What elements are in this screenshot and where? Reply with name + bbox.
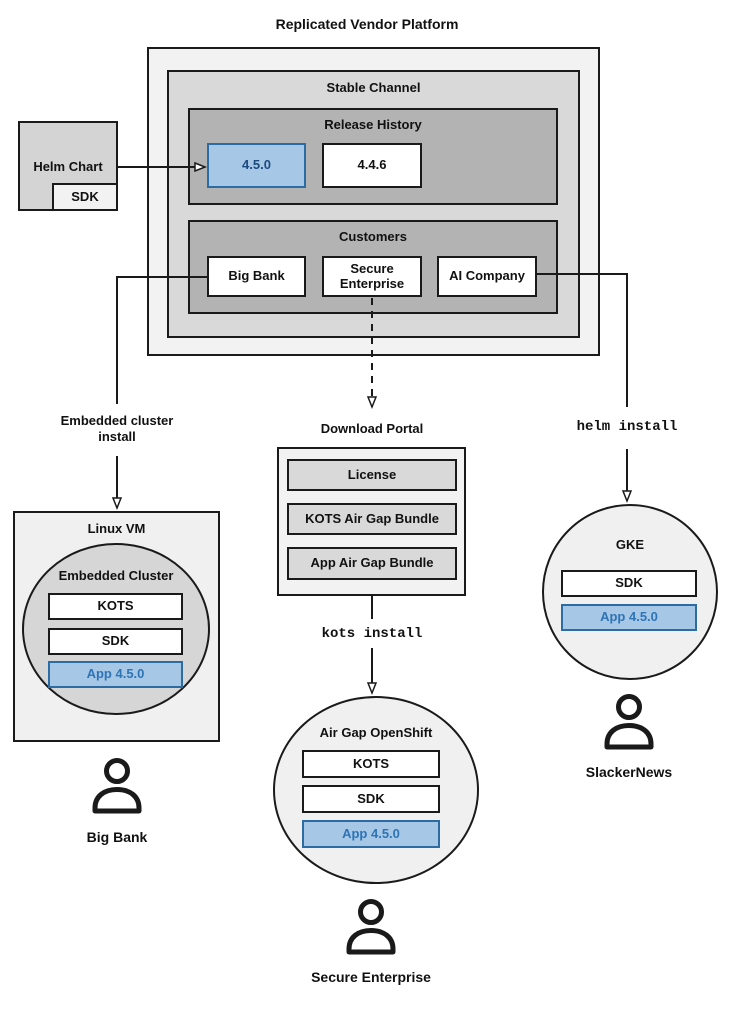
ec-app-box: App 4.5.0 xyxy=(48,661,183,688)
gke-label: GKE xyxy=(615,537,645,552)
embedded-cluster-install-label: Embedded cluster install xyxy=(60,413,174,444)
customer-ai-company: AI Company xyxy=(437,256,537,297)
customer-secure-enterprise: Secure Enterprise xyxy=(322,256,422,297)
linux-vm-label: Linux VM xyxy=(87,521,146,536)
ag-sdk-box: SDK xyxy=(302,785,440,813)
stable-channel-label: Stable Channel xyxy=(326,80,421,95)
slackernews-user-label: SlackerNews xyxy=(585,764,673,780)
secure-enterprise-user-icon xyxy=(346,899,396,955)
slackernews-user-icon xyxy=(604,694,654,750)
gke-sdk-box: SDK xyxy=(561,570,697,597)
big-bank-user-icon xyxy=(92,758,142,814)
helm-sdk-box: SDK xyxy=(52,183,118,211)
gke-app-box: App 4.5.0 xyxy=(561,604,697,631)
customer-big-bank: Big Bank xyxy=(207,256,306,297)
release-4-5-0: 4.5.0 xyxy=(207,143,306,188)
portal-item-kots-bundle: KOTS Air Gap Bundle xyxy=(287,503,457,535)
secure-enterprise-user-label: Secure Enterprise xyxy=(311,969,431,985)
kots-install-label: kots install xyxy=(321,626,423,642)
big-bank-user-label: Big Bank xyxy=(86,829,148,845)
embedded-cluster-label: Embedded Cluster xyxy=(58,568,174,583)
helm-install-label: helm install xyxy=(576,419,678,435)
portal-item-license: License xyxy=(287,459,457,491)
air-gap-openshift-label: Air Gap OpenShift xyxy=(319,725,433,740)
download-portal-label: Download Portal xyxy=(320,421,424,436)
diagram-title: Replicated Vendor Platform xyxy=(275,16,459,32)
ec-sdk-box: SDK xyxy=(48,628,183,655)
ec-kots-box: KOTS xyxy=(48,593,183,620)
release-4-4-6: 4.4.6 xyxy=(322,143,422,188)
portal-item-app-bundle: App Air Gap Bundle xyxy=(287,547,457,580)
ag-app-box: App 4.5.0 xyxy=(302,820,440,848)
release-history-label: Release History xyxy=(324,117,422,132)
helm-chart-label: Helm Chart xyxy=(33,159,103,174)
customers-label: Customers xyxy=(339,229,407,244)
ag-kots-box: KOTS xyxy=(302,750,440,778)
